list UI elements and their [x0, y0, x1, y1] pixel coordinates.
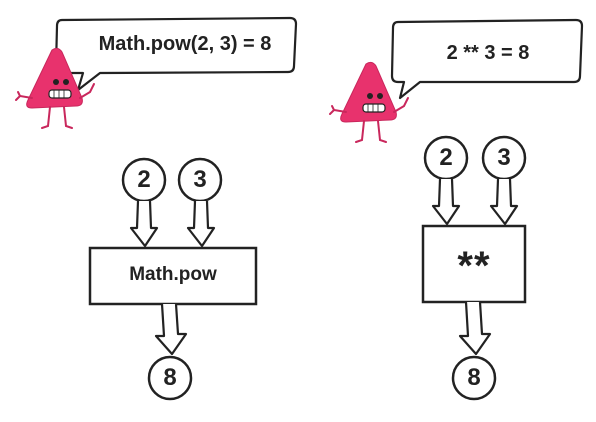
- operator-label: **: [457, 244, 491, 288]
- speech-bubble: [390, 18, 584, 100]
- arrow-out: [154, 303, 188, 356]
- operator-box: [88, 246, 258, 306]
- arrow-a: [431, 178, 461, 226]
- left-panel: Math.pow(2, 3) = 8 2 3 Math.pow 8: [15, 16, 298, 401]
- result-label: 8: [467, 364, 481, 391]
- right-diagram-drawing: [329, 18, 584, 401]
- arrow-a: [129, 200, 159, 248]
- mascot-icon: [15, 47, 95, 129]
- right-panel: 2 ** 3 = 8 2 3 ** 8: [298, 0, 596, 422]
- left-diagram-drawing: [15, 16, 298, 401]
- operator-box: [421, 224, 527, 304]
- result-label: 8: [163, 364, 177, 391]
- input-a-label: 2: [439, 144, 453, 171]
- speech-bubble: [54, 16, 298, 92]
- result-node: [147, 355, 193, 401]
- input-b-label: 3: [193, 166, 207, 193]
- operator-label: Math.pow: [129, 264, 217, 285]
- speech-text: Math.pow(2, 3) = 8: [98, 33, 272, 55]
- arrow-b: [489, 178, 519, 226]
- result-node: [451, 355, 497, 401]
- arrow-out: [458, 301, 492, 356]
- mascot-icon: [329, 61, 409, 143]
- input-b-label: 3: [497, 144, 511, 171]
- arrow-b: [186, 200, 216, 248]
- input-a-label: 2: [137, 166, 151, 193]
- speech-text: 2 ** 3 = 8: [446, 42, 530, 64]
